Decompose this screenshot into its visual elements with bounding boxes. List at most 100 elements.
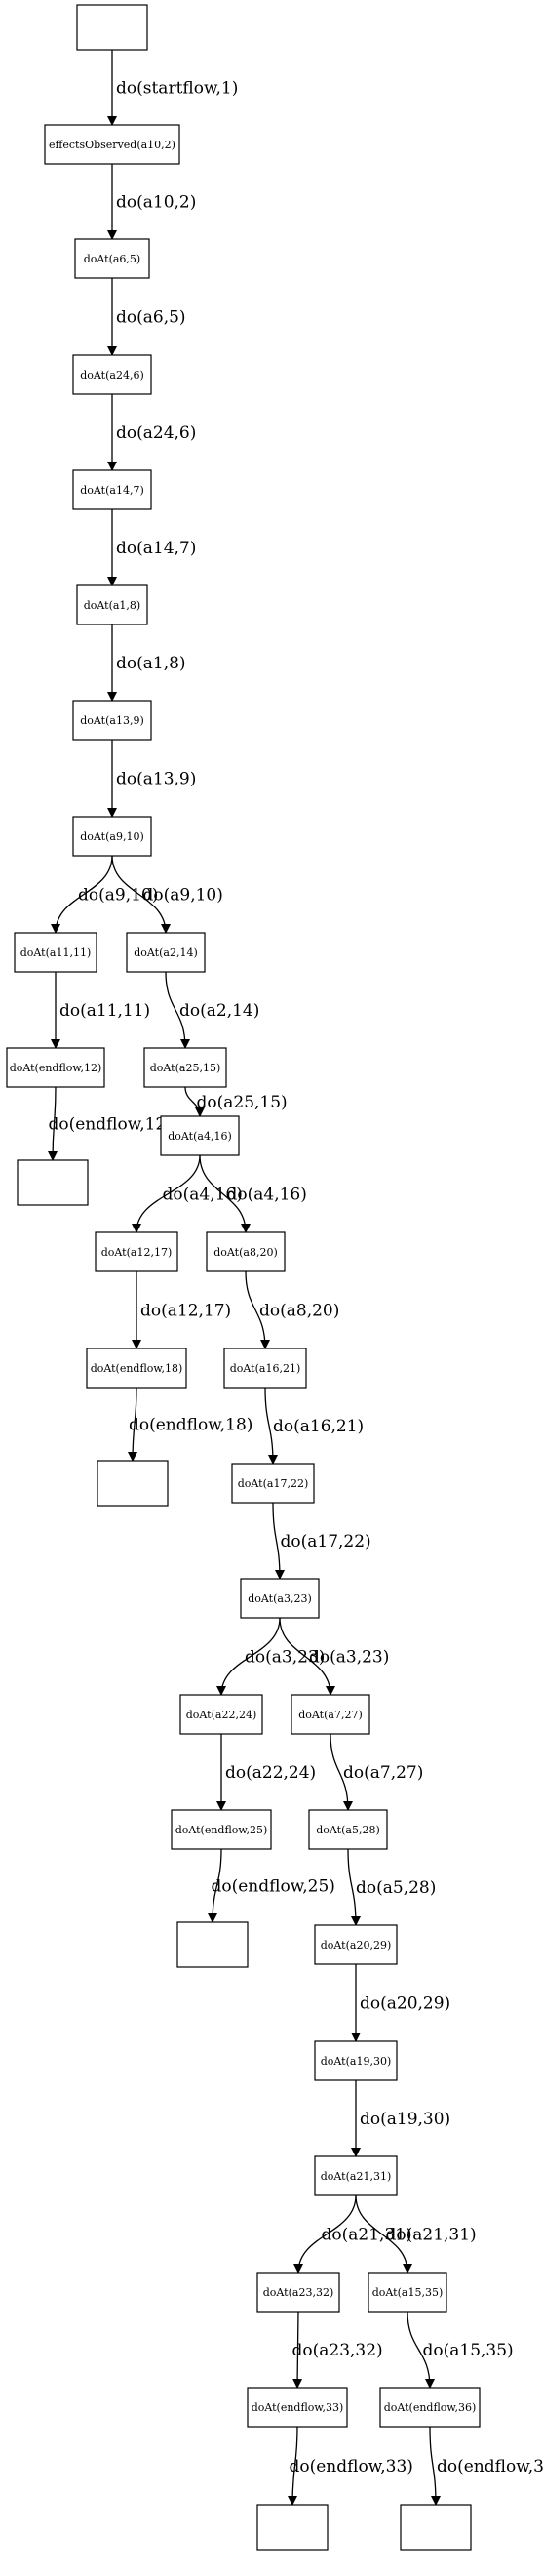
- edge-label: do(a22,24): [225, 1763, 316, 1783]
- state-node: doAt(a4,16): [160, 1115, 240, 1156]
- edge-arrow: [264, 1387, 278, 1465]
- node-label: doAt(a8,20): [213, 1246, 277, 1259]
- node-box: [314, 2155, 398, 2196]
- node-box: [206, 1231, 286, 1272]
- edge-arrow: [132, 1154, 201, 1233]
- edge-label: do(endflow,18): [129, 1416, 252, 1435]
- state-node: doAt(a19,30): [314, 2040, 398, 2081]
- state-node: doAt(a2,14): [126, 932, 206, 973]
- edges-layer: do(startflow,1)do(a10,2)do(a6,5)do(a24,6…: [48, 50, 543, 2506]
- state-node: doAt(a12,17): [95, 1231, 178, 1272]
- state-node: doAt(endflow,33): [247, 2387, 348, 2428]
- node-box: [14, 932, 97, 973]
- edge-arrow: [208, 1848, 222, 1923]
- edge-label: do(a15,35): [423, 2341, 514, 2360]
- edge-label: do(a4,16): [227, 1186, 307, 1205]
- nodes-layer: effectsObserved(a10,2)doAt(a6,5)doAt(a24…: [6, 4, 481, 2551]
- node-box: [17, 1159, 89, 1206]
- state-node: doAt(a16,21): [223, 1348, 307, 1389]
- node-box: [6, 1047, 105, 1088]
- edge: do(a10,2): [107, 164, 196, 240]
- state-node: doAt(a6,5): [74, 238, 150, 279]
- edge-label: do(a7,27): [343, 1763, 423, 1783]
- edge-label: do(startflow,1): [116, 79, 238, 99]
- edge-label: do(a3,23): [245, 1648, 325, 1668]
- node-label: doAt(endflow,36): [384, 2401, 477, 2414]
- edge-label: do(a9,10): [78, 886, 158, 906]
- edge-label: do(a5,28): [356, 1878, 436, 1898]
- node-box: [76, 4, 148, 51]
- node-label: doAt(a12,17): [101, 1246, 172, 1259]
- edge: do(a12,17): [132, 1271, 231, 1349]
- edge: do(a1,8): [107, 624, 186, 702]
- node-box: [160, 1115, 240, 1156]
- node-label: doAt(endflow,25): [175, 1824, 268, 1836]
- node-box: [171, 1809, 272, 1850]
- node-label: doAt(a14,7): [80, 484, 143, 497]
- node-box: [44, 124, 180, 165]
- edge: do(a23,32): [292, 2311, 383, 2389]
- node-label: doAt(a6,5): [84, 253, 140, 265]
- node-box: [223, 1348, 307, 1389]
- node-box: [76, 584, 148, 625]
- state-node: doAt(a14,7): [72, 469, 152, 510]
- terminal-node: [176, 1921, 249, 1968]
- node-label: doAt(a25,15): [150, 1062, 220, 1074]
- node-label: doAt(a13,9): [80, 714, 143, 727]
- node-label: doAt(a22,24): [186, 1709, 256, 1721]
- edge-arrow: [407, 2311, 435, 2389]
- edge-label: do(a12,17): [140, 1302, 231, 1321]
- node-box: [314, 2040, 398, 2081]
- edge-label: do(endflow,12): [49, 1115, 173, 1135]
- edge: do(a5,28): [347, 1848, 436, 1926]
- state-node: doAt(a7,27): [291, 1694, 370, 1735]
- state-node: doAt(a17,22): [231, 1463, 315, 1504]
- edge-arrow: [272, 1502, 285, 1580]
- edge-arrow: [48, 1086, 58, 1161]
- edge-arrow: [199, 1154, 251, 1233]
- node-box: [256, 2272, 340, 2313]
- node-box: [247, 2387, 348, 2428]
- edge-arrow: [51, 855, 113, 934]
- edge: do(a9,10): [51, 855, 158, 934]
- node-label: doAt(a5,28): [316, 1824, 379, 1836]
- edge-arrow: [292, 2311, 303, 2389]
- edge-arrow: [288, 2426, 298, 2506]
- state-node: doAt(a3,23): [240, 1578, 320, 1619]
- edge-label: do(a21,31): [386, 2226, 477, 2245]
- node-label: doAt(endflow,12): [10, 1062, 102, 1074]
- node-box: [231, 1463, 315, 1504]
- edge: do(a21,31): [355, 2194, 477, 2274]
- edge-label: do(a19,30): [360, 2110, 450, 2129]
- edge: do(a8,20): [245, 1270, 339, 1349]
- edge-label: do(a11,11): [59, 1001, 150, 1021]
- state-node: doAt(a25,15): [143, 1047, 227, 1088]
- edge-label: do(a1,8): [116, 654, 186, 673]
- edge: do(a3,23): [279, 1617, 389, 1696]
- node-label: doAt(a21,31): [321, 2170, 391, 2183]
- state-node: doAt(endflow,12): [6, 1047, 105, 1088]
- node-label: doAt(a20,29): [321, 1939, 391, 1952]
- edge-label: do(a24,6): [116, 423, 196, 443]
- state-node: doAt(endflow,36): [379, 2387, 481, 2428]
- edge-arrow: [111, 855, 171, 934]
- state-node: doAt(a23,32): [256, 2272, 340, 2313]
- state-node: doAt(a24,6): [72, 354, 152, 395]
- edge: do(endflow,18): [128, 1387, 252, 1462]
- edge-label: do(a20,29): [360, 1994, 450, 2014]
- edge: do(endflow,36): [429, 2426, 543, 2506]
- node-box: [176, 1921, 249, 1968]
- terminal-node: [17, 1159, 89, 1206]
- node-box: [368, 2272, 447, 2313]
- node-box: [72, 354, 152, 395]
- edge-arrow: [216, 1617, 281, 1696]
- edge-arrow: [293, 2194, 357, 2274]
- node-label: doAt(a19,30): [321, 2055, 391, 2068]
- edge: do(a20,29): [351, 1964, 450, 2042]
- terminal-node: [97, 1460, 169, 1507]
- edge: do(a4,16): [199, 1154, 307, 1233]
- edge-label: do(endflow,25): [212, 1877, 335, 1897]
- node-label: doAt(endflow,33): [252, 2401, 344, 2414]
- node-label: doAt(a16,21): [230, 1362, 300, 1375]
- node-box: [72, 700, 152, 741]
